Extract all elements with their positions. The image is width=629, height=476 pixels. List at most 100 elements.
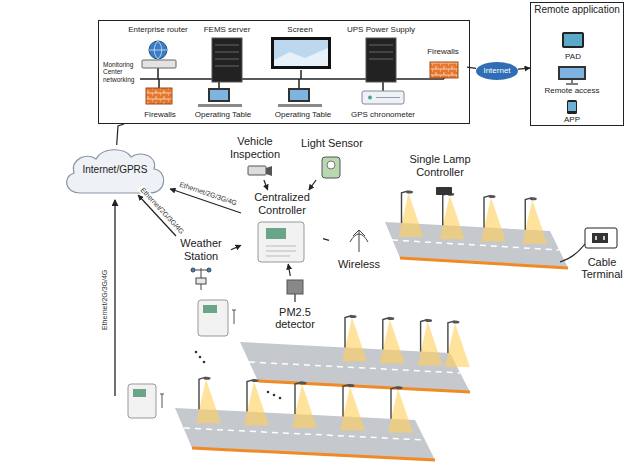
light-cone [481, 197, 506, 241]
weather-station-icon [193, 268, 209, 290]
remote-device-icon [562, 32, 584, 48]
camera-icon [266, 166, 272, 176]
terminal-node: Cable Terminal [577, 222, 627, 282]
phone-node: APP [556, 98, 588, 125]
pm25-detector-icon [287, 280, 303, 302]
router-node: Enterprise router [122, 24, 194, 70]
lamp-pole [484, 195, 491, 227]
screen-node: Screen [261, 24, 339, 72]
remote-device-icon [568, 102, 576, 111]
light-cone [380, 319, 405, 363]
lamp-head [489, 195, 496, 198]
remote-device-icon [566, 80, 578, 84]
lamp-head [300, 382, 307, 385]
monitoring-center: Monitoring Center networkingEnterprise r… [98, 20, 470, 124]
sensor-node: Light Sensor [295, 136, 369, 180]
node-label: Internet [478, 66, 516, 75]
lamp-pole [525, 198, 532, 230]
lamp-head [204, 377, 211, 380]
lamp-controller-icon [436, 187, 452, 195]
internet-oval: Internet [476, 62, 518, 80]
edge-label: Ethernet/2G/3G/4G [176, 180, 239, 208]
cable-terminal-icon [592, 233, 608, 243]
connector [518, 68, 530, 69]
connector [323, 239, 329, 241]
node-label: FEMS server [198, 25, 256, 34]
node-label: Operating Table [272, 110, 334, 119]
router-icon [142, 41, 176, 68]
connector [467, 67, 476, 68]
lamp-pole [343, 384, 350, 416]
network-bus [140, 68, 444, 91]
node-label: Remote access [540, 86, 604, 95]
ellipsis-dots [273, 394, 276, 397]
controller-cabinet [203, 305, 217, 313]
workstation-node: Operating Table [271, 86, 335, 120]
lamp-head [530, 197, 537, 200]
screen-icon [271, 37, 331, 69]
road [192, 448, 435, 460]
node-label: Single Lamp Controller [398, 153, 482, 178]
firewall-icon [146, 88, 172, 104]
network-bus [140, 78, 444, 80]
remote-device-icon [564, 34, 582, 46]
camera-node: Vehicle Inspection [221, 134, 289, 180]
road [258, 381, 470, 392]
remote-app-box: Remote applicationPADRemote accessAPP [530, 2, 624, 126]
controller-node: Centralized Controller [241, 190, 323, 264]
cable-terminal-icon [560, 244, 585, 262]
light-cone [399, 193, 424, 237]
lamp-head [396, 386, 403, 389]
screen-icon [274, 40, 328, 66]
connector [117, 124, 124, 145]
workstation-icon [278, 104, 322, 107]
ups-node: UPS Power Supply [344, 24, 418, 84]
ellipsis-dots [195, 351, 282, 400]
ellipsis-dots [267, 391, 270, 394]
node-label: Operating Table [192, 110, 254, 119]
node-label: Weather Station [172, 237, 230, 262]
node-label: UPS Power Supply [345, 25, 417, 34]
light-sensor-icon [322, 157, 340, 178]
server-icon [212, 38, 396, 82]
controller-cabinet [266, 246, 296, 256]
node-label: Light Sensor [296, 137, 368, 150]
pm25-detector-icon [287, 280, 303, 294]
weather-node: Weather Station [171, 236, 231, 290]
lamp-head [350, 315, 357, 318]
lamp-head [425, 319, 432, 322]
detector-node: PM2.5 detector [261, 276, 329, 332]
lamp-head [348, 384, 355, 387]
link-label: Ethernet/2G/3G/4G [101, 268, 109, 332]
cloud-node: Internet/GPRS [60, 145, 170, 195]
street-lamp [196, 190, 547, 432]
firewall-node: Firewalls [419, 46, 467, 82]
node-label: GPS chronometer [350, 110, 416, 119]
firewall-icon [430, 62, 458, 78]
lamp-head [406, 190, 413, 193]
lamp-head [387, 317, 394, 320]
node-label: Firewalls [138, 110, 182, 119]
light-cone [196, 379, 221, 423]
camera-icon [248, 166, 272, 176]
camera-icon [248, 166, 266, 175]
router-icon [149, 41, 167, 59]
network-bus [158, 68, 444, 91]
controller-cabinet [128, 384, 156, 418]
road [192, 258, 568, 460]
router-icon [149, 41, 167, 59]
pm25-detector-icon [294, 294, 296, 302]
weather-station-icon [196, 278, 206, 284]
controller-cabinet [198, 300, 228, 336]
server-icon [212, 38, 242, 82]
light-cone [342, 318, 367, 362]
gps-node: GPS chronometer [349, 88, 417, 120]
light-sensor-icon [327, 161, 335, 169]
light-cone [418, 321, 443, 365]
weather-station-icon [191, 268, 211, 290]
controller-cabinet [160, 310, 236, 408]
uplink-arrow [114, 200, 115, 396]
